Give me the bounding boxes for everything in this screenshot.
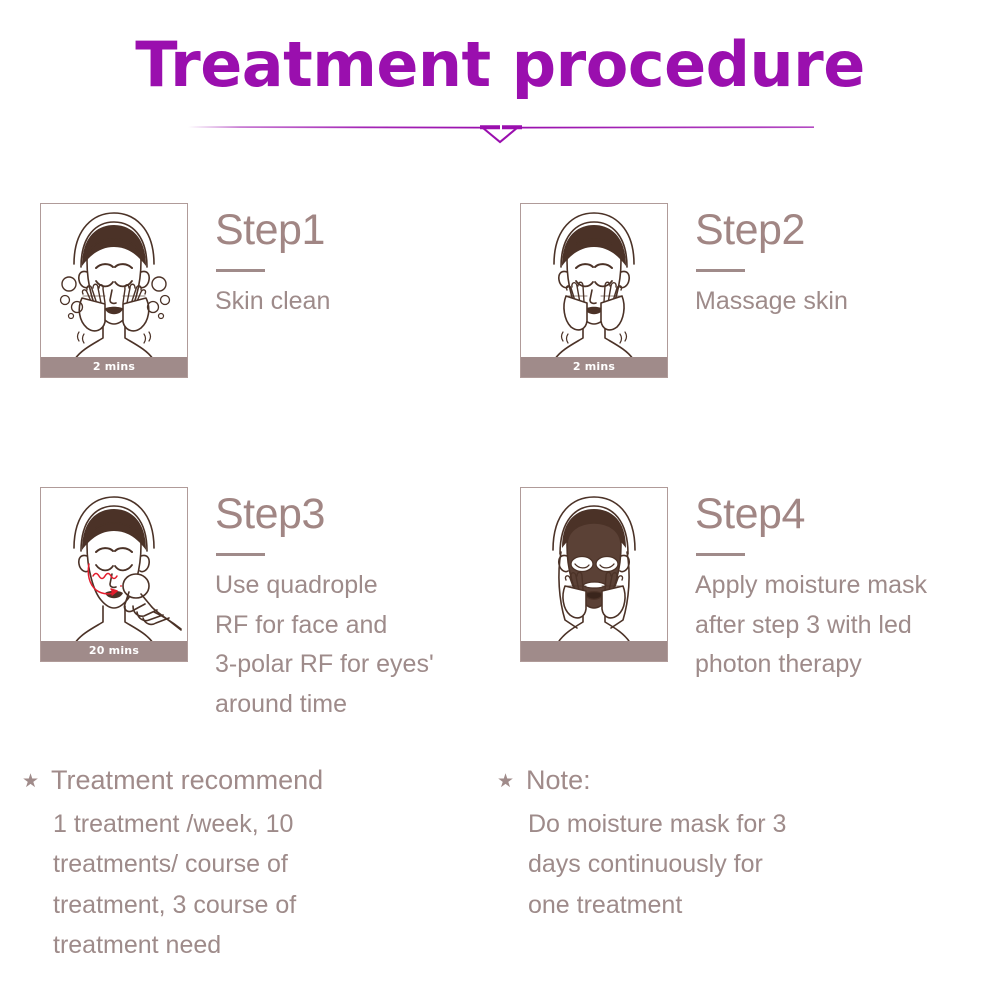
- note-body: 1 treatment /week, 10 treatments/ course…: [53, 809, 297, 960]
- step1-heading: Step1: [215, 206, 325, 254]
- step4-heading: Step4: [695, 490, 805, 538]
- step3-heading: Step3: [215, 490, 325, 538]
- page-title: Treatment procedure: [135, 28, 865, 101]
- step3-description: Use quadrople RF for face and 3-polar RF…: [215, 571, 434, 718]
- step4-description: Apply moisture mask after step 3 with le…: [695, 571, 928, 678]
- step4-duration-badge: [521, 641, 667, 661]
- step-card-2: 2 mins Step2 Massage skin: [520, 203, 848, 378]
- title-divider: [180, 112, 820, 150]
- note-block-note: ★ Note: Do moisture mask for 3 days cont…: [497, 765, 957, 925]
- step2-rule: [696, 269, 745, 272]
- step2-description: Massage skin: [695, 287, 848, 315]
- woman-wearing-face-mask-icon: [552, 496, 636, 661]
- step4-rule: [696, 553, 745, 556]
- step3-rule: [216, 553, 265, 556]
- note-title-row: ★ Treatment recommend: [22, 765, 452, 796]
- woman-rf-device-on-cheek-icon: [73, 496, 182, 661]
- note-body: Do moisture mask for 3 days continuously…: [528, 809, 787, 919]
- step2-illustration: 2 mins: [520, 203, 668, 378]
- star-bullet-icon: ★: [22, 771, 40, 792]
- note-title: Treatment recommend: [51, 765, 324, 795]
- woman-washing-face-icon: [59, 212, 171, 377]
- step2-heading: Step2: [695, 206, 805, 254]
- step-card-4: Step4 Apply moisture mask after step 3 w…: [520, 487, 927, 685]
- star-bullet-icon: ★: [497, 771, 515, 792]
- step3-text: Step3 Use quadrople RF for face and 3-po…: [215, 487, 434, 724]
- step4-illustration: [520, 487, 668, 662]
- step2-text: Step2 Massage skin: [695, 203, 848, 322]
- step-card-1: 2 mins Step1 Skin clean: [40, 203, 330, 378]
- woman-massaging-face-icon: [553, 212, 635, 377]
- step3-illustration: 20 mins: [40, 487, 188, 662]
- note-block-treatment-recommend: ★ Treatment recommend 1 treatment /week,…: [22, 765, 452, 966]
- step1-text: Step1 Skin clean: [215, 203, 330, 322]
- step-card-3: 20 mins Step3 Use quadrople RF for face …: [40, 487, 434, 724]
- note-title-row: ★ Note:: [497, 765, 957, 796]
- step1-description: Skin clean: [215, 287, 331, 315]
- step1-duration-badge: 2 mins: [41, 357, 187, 377]
- step4-text: Step4 Apply moisture mask after step 3 w…: [695, 487, 927, 685]
- step1-illustration: 2 mins: [40, 203, 188, 378]
- step3-duration-badge: 20 mins: [41, 641, 187, 661]
- note-title: Note:: [526, 765, 591, 795]
- step1-rule: [216, 269, 265, 272]
- step2-duration-badge: 2 mins: [521, 357, 667, 377]
